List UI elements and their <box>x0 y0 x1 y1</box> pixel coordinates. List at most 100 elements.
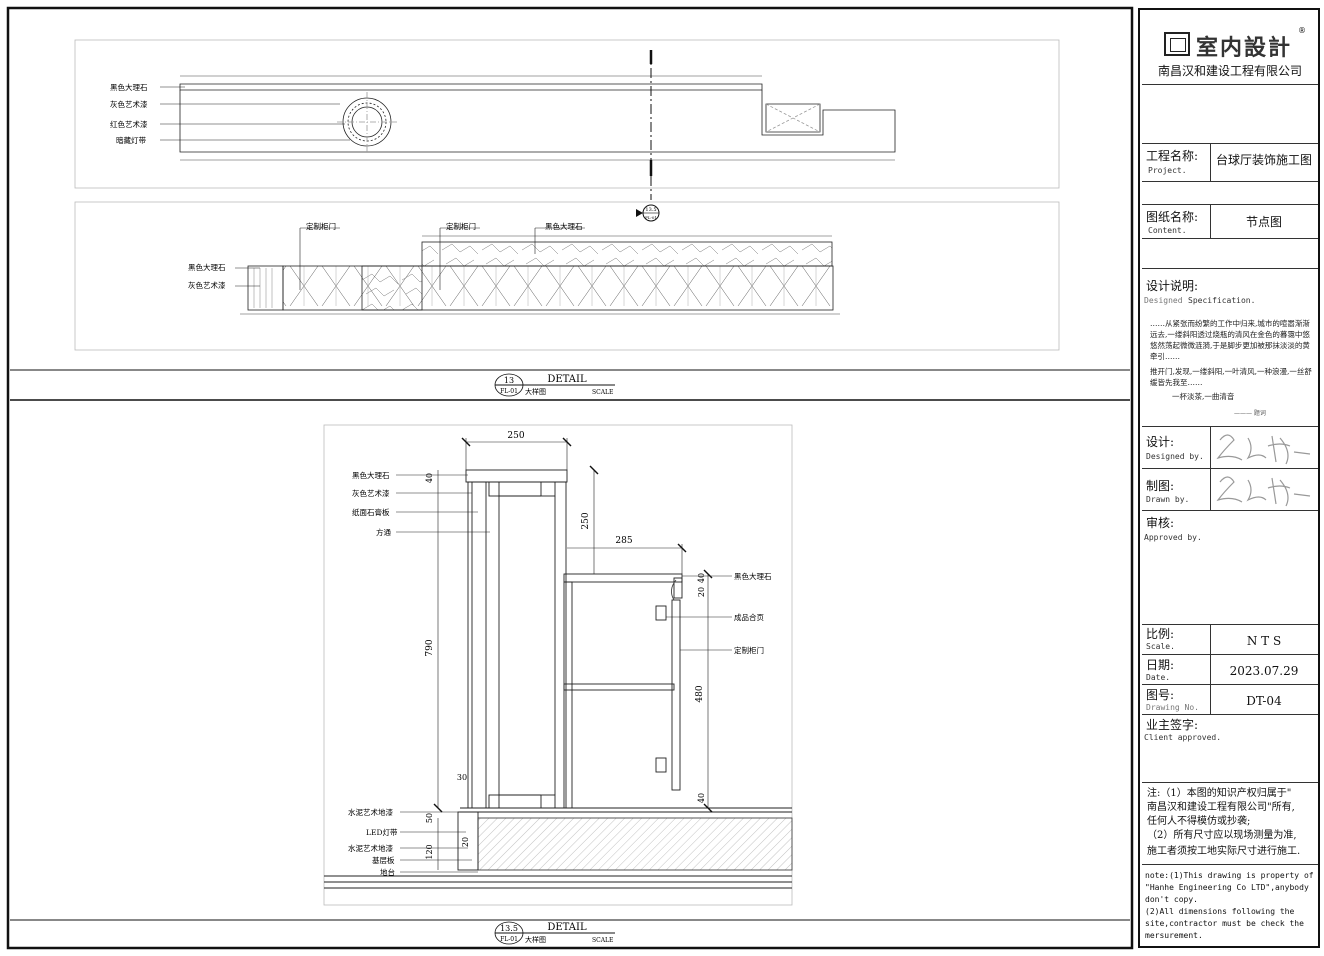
top-detail-sub: 大样图 <box>525 387 546 396</box>
sec-left-label-7: 水泥艺术地漆 <box>348 843 393 853</box>
dim-790: 790 <box>425 639 435 656</box>
designer-label: 设计: <box>1146 435 1175 449</box>
drawn-label: 制图: <box>1146 479 1175 493</box>
note-en-1: note:(1)This drawing is property of <box>1145 871 1314 880</box>
counter-plan <box>179 75 896 161</box>
project-value: 台球厅装饰施工图 <box>1215 153 1312 167</box>
registered-mark: ® <box>1298 26 1306 35</box>
note-en-6: mersurement. <box>1145 931 1203 940</box>
dim-120: 120 <box>425 844 434 859</box>
plan-label-4: 暗藏灯带 <box>116 135 146 145</box>
bottom-detail-sub: 大样图 <box>525 935 546 944</box>
top-detail-ref: FL-01 <box>500 388 518 395</box>
dim-30: 30 <box>457 773 467 782</box>
drawn-signature <box>1216 476 1311 507</box>
plan-label-1: 黑色大理石 <box>110 82 148 92</box>
counter-elevation <box>240 235 840 315</box>
project-label: 工程名称: <box>1146 149 1199 163</box>
client-label: 业主签字: <box>1146 718 1199 732</box>
top-detail-scale: SCALE <box>592 389 613 396</box>
note-cn-2: 南昌汉和建设工程有限公司"所有, <box>1147 802 1295 813</box>
dim-50: 50 <box>425 813 434 823</box>
note-en-3: don't copy. <box>1145 895 1198 904</box>
top-detail-num: 13 <box>504 376 514 385</box>
elev-label-5: 灰色艺术漆 <box>188 280 226 290</box>
note-en-5: site,contractor must be check the <box>1145 919 1304 928</box>
scale-label: 比例: <box>1146 627 1175 641</box>
elev-label-3: 黑色大理石 <box>545 221 583 231</box>
spec-label: 设计说明: <box>1146 279 1199 293</box>
sec-right-label-3: 定制柜门 <box>734 645 764 655</box>
client-label-en: Client approved. <box>1144 733 1222 742</box>
sec-left-label-2: 灰色艺术漆 <box>352 488 390 498</box>
outer-frame <box>6 6 1134 950</box>
drawn-label-en: Drawn by. <box>1146 495 1190 504</box>
top-detail-title: DETAIL <box>547 374 587 385</box>
spec-label-en-a: Designed <box>1144 296 1183 305</box>
sec-left-label-1: 黑色大理石 <box>352 470 390 480</box>
spec-text-3: 一杯淡茶,一曲清音 <box>1172 392 1235 401</box>
date-value: 2023.07.29 <box>1229 664 1299 678</box>
note-en-2: "Hanhe Engineering Co LTD",anybody <box>1145 883 1309 892</box>
note-en-4: (2)All dimensions following the <box>1145 907 1295 916</box>
section-dimensions <box>437 438 709 870</box>
company-logo <box>1164 32 1190 56</box>
date-label-en: Date. <box>1146 673 1171 682</box>
dim-250-v: 250 <box>581 512 591 529</box>
designer-signature <box>1216 434 1311 465</box>
note-cn-3: 任何人不得模仿或抄袭; <box>1147 816 1251 827</box>
plan-label-2: 灰色艺术漆 <box>110 99 148 109</box>
project-label-en: Project. <box>1148 166 1187 175</box>
drawing-no-label: 图号: <box>1146 688 1175 702</box>
title-block <box>1138 8 1320 948</box>
elev-label-4: 黑色大理石 <box>188 262 226 272</box>
plan-view-border <box>74 39 1060 189</box>
sec-left-label-8: 基层板 <box>372 855 395 865</box>
elevation-view-border <box>74 201 1060 351</box>
dim-40-c: 40 <box>697 793 706 803</box>
sec-left-label-5: 水泥艺术地漆 <box>348 807 393 817</box>
section-mark-ref: FL-01 <box>645 215 657 220</box>
plan-label-3: 红色艺术漆 <box>110 119 148 129</box>
spec-label-en-b: Specification. <box>1188 296 1256 305</box>
dim-40-a: 40 <box>425 473 434 483</box>
section-mark-num: 13.5 <box>645 207 656 213</box>
bottom-detail-title: DETAIL <box>547 922 587 933</box>
dim-20: 20 <box>697 587 706 597</box>
spec-text-1: ……从紧张而纷繁的工作中归来,城市的喧嚣渐渐远去,一缕斜阳透过烧瓶的清风在金色的… <box>1150 319 1310 361</box>
sec-left-label-3: 纸面石膏板 <box>352 507 390 517</box>
sec-right-label-1: 黑色大理石 <box>734 571 772 581</box>
dim-285: 285 <box>615 536 632 546</box>
designer-label-en: Designed by. <box>1146 452 1204 461</box>
sec-left-label-4: 方通 <box>376 527 391 537</box>
sec-left-label-6: LED灯带 <box>366 827 398 837</box>
counter-section <box>324 469 793 889</box>
elev-label-1: 定制柜门 <box>306 221 336 231</box>
spec-text-2: 推开门,发现,一缕斜阳,一叶清风,一种浪漫,一丝舒缓皆先我至…… <box>1150 367 1312 387</box>
scale-label-en: Scale. <box>1146 642 1175 651</box>
drawing-no-value: DT-04 <box>1246 694 1282 708</box>
note-cn-4: （2）所有尺寸应以现场测量为准, <box>1147 830 1297 841</box>
spec-sign: ——— 题词 <box>1234 410 1266 417</box>
scale-value: N T S <box>1246 634 1282 648</box>
content-value: 节点图 <box>1245 215 1282 229</box>
bottom-detail-scale: SCALE <box>592 937 613 944</box>
dim-20-b: 20 <box>461 837 470 847</box>
section-view-border <box>323 424 793 906</box>
logo-text: 室内設計 <box>1196 35 1293 61</box>
approved-label: 审核: <box>1146 516 1175 530</box>
content-label: 图纸名称: <box>1146 210 1199 224</box>
date-label: 日期: <box>1146 658 1175 672</box>
dim-480: 480 <box>695 685 705 702</box>
bottom-detail-ref: FL-01 <box>500 936 518 943</box>
note-cn-5: 施工者须按工地实际尺寸进行施工. <box>1147 846 1301 857</box>
bottom-detail-num: 13.5 <box>500 924 518 933</box>
dim-40-b: 40 <box>697 573 706 583</box>
note-cn-1: 注:（1）本图的知识产权归属于" <box>1147 788 1292 799</box>
dim-250: 250 <box>507 431 524 441</box>
drawing-no-label-en: Drawing No. <box>1146 703 1199 712</box>
elev-label-2: 定制柜门 <box>446 221 476 231</box>
content-label-en: Content. <box>1148 226 1187 235</box>
